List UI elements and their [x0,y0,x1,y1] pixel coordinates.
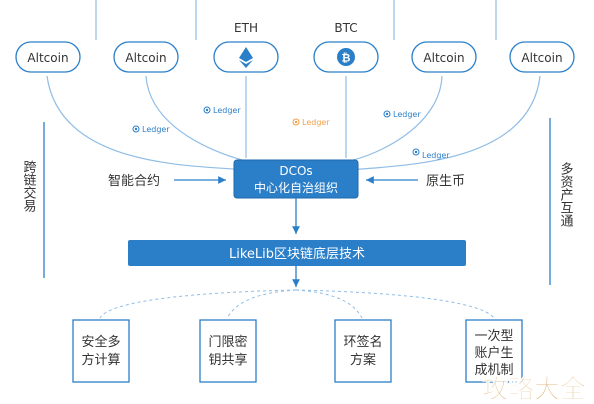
watermark-text: 攻略大全 [482,374,587,404]
input-right-label: 原生币 [426,174,465,189]
bottom-node-1-line1: 安全多 [81,334,120,350]
ledger-3: Ledger [292,118,330,127]
bottom-node-1-line2: 方计算 [81,352,120,368]
bottom-node-1 [72,319,130,383]
input-left-label: 智能合约 [108,174,160,189]
connector-altcoin-2 [145,75,251,163]
bottom-node-2-line1: 门限密 [208,334,247,350]
ledger-markers: Ledger Ledger Ledger Ledger Ledger [132,106,450,160]
ledger-1: Ledger [132,125,170,134]
top-node-1 [15,41,81,73]
top-node-1-label: Altcoin [27,51,68,65]
top-node-5-label: Altcoin [423,51,464,65]
bottom-node-4 [465,319,523,383]
bottom-node-4-line1: 一次型 [474,328,513,344]
dcos-subtitle: 中心化自治组织 [254,180,338,195]
connector-altcoin-3 [344,75,443,163]
ledger-5: Ledger [412,148,450,160]
top-node-6 [509,41,575,73]
ledger-4: Ledger [383,110,421,119]
bitcoin-icon: ₿ [337,48,355,66]
top-connectors [46,0,541,171]
right-side-label: 多资产互通 [558,161,574,227]
bottom-node-3-line1: 环签名 [343,334,382,350]
svg-text:₿: ₿ [342,52,351,65]
ledger-5-label: Ledger [422,151,450,160]
likelib-banner-label: LikeLib区块链底层技术 [229,246,365,262]
bottom-node-4-line2: 账户生 [474,345,513,361]
top-node-4-label: BTC [334,21,357,35]
top-node-5 [411,41,477,73]
bottom-node-4-line3: 成机制 [474,363,513,378]
top-node-6-label: Altcoin [521,51,562,65]
bottom-node-2 [199,319,257,383]
ledger-1-label: Ledger [142,125,170,134]
ledger-3-label: Ledger [302,118,330,127]
ledger-2: Ledger [203,106,241,115]
bottom-node-3-line2: 方案 [350,352,376,368]
bottom-node-3 [334,319,392,383]
bottom-connectors [99,289,495,319]
ledger-2-label: Ledger [213,106,241,115]
bottom-nodes: 安全多 方计算 门限密 钥共享 环签名 方案 一次型 账户生 成机制 [72,319,523,383]
ethereum-icon [239,47,253,68]
left-side-label: 跨链交易 [21,160,37,213]
top-node-3-label: ETH [234,21,258,35]
top-node-2 [113,41,179,73]
top-node-2-label: Altcoin [125,51,166,65]
connector-altcoin-1 [46,75,246,171]
likelib-banner [128,240,466,266]
bottom-node-2-line2: 钥共享 [208,352,247,368]
ledger-4-label: Ledger [393,110,421,119]
dcos-title: DCOs [279,164,312,178]
top-nodes: Altcoin Altcoin ETH BTC ₿ Altcoin Altcoi… [15,21,575,73]
connector-altcoin-4 [349,75,541,171]
